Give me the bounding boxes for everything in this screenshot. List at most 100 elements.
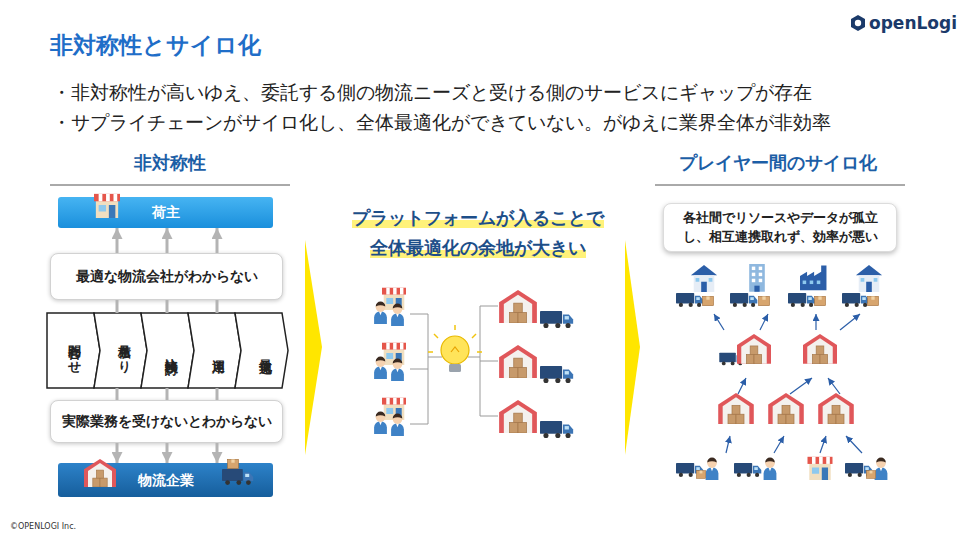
- connector-line: [216, 300, 219, 313]
- flow-arrow: [714, 314, 724, 330]
- truck-icon: [842, 293, 869, 307]
- copyright-note: ©OPENLOGI Inc.: [10, 522, 210, 532]
- store-icon: [382, 398, 406, 420]
- truck-icon: [540, 311, 573, 328]
- person-icon: [374, 357, 387, 379]
- chevron-shape: [188, 313, 241, 388]
- connector-arrow: [166, 443, 169, 463]
- link-line: [410, 314, 442, 424]
- truck-icon: [730, 293, 757, 307]
- factory-icon: [800, 266, 826, 291]
- truck-icon: [676, 293, 703, 307]
- connector-line: [216, 388, 219, 400]
- callout-box: 各社間でリソースやデータが孤立し、相互連携取れず、効率が悪い: [663, 203, 897, 252]
- flow-arrow: [790, 378, 812, 394]
- chevron-shape: [47, 313, 100, 388]
- connector-line: [116, 300, 119, 313]
- warehouse-icon: [499, 400, 537, 433]
- node-label: 実際業務を受けないとわからない: [62, 412, 272, 432]
- person-icon: [374, 412, 387, 434]
- connector-line: [166, 388, 169, 400]
- section-rule: [655, 185, 905, 186]
- parcel-icon: [815, 296, 826, 305]
- house-icon: [856, 265, 882, 292]
- flow-chevron: [305, 240, 322, 455]
- truck-icon: [845, 463, 872, 477]
- section-heading: プレイヤー間のサイロ化: [648, 151, 908, 174]
- process-chevron: 運用: [188, 313, 241, 388]
- warehouse-icon: [499, 290, 537, 323]
- building-icon: [749, 264, 765, 292]
- connector-line: [116, 388, 119, 400]
- store-icon: [808, 457, 833, 480]
- person-icon: [706, 458, 719, 480]
- step-label: 比較検討: [161, 349, 179, 353]
- truck-icon: [734, 463, 761, 477]
- process-chevron: 問合わせ: [47, 313, 100, 388]
- silo-illustration: [676, 264, 887, 480]
- person-icon: [875, 458, 888, 480]
- bulb-icon: [428, 325, 482, 372]
- logistics-band: 物流企業: [58, 463, 273, 497]
- problem-box: 実際業務を受けないとわからない: [50, 400, 283, 443]
- parcel-icon: [866, 471, 875, 479]
- warehouse-icon: [818, 393, 854, 424]
- connector-line: [166, 300, 169, 313]
- parcel-icon: [696, 471, 705, 479]
- person-icon: [391, 414, 404, 436]
- connector-arrow: [216, 228, 219, 253]
- shipper-band: 荷主: [58, 197, 273, 228]
- store-icon: [382, 288, 406, 310]
- node-label: 最適な物流会社がわからない: [76, 267, 258, 287]
- platform-illustration: [374, 288, 573, 438]
- slide-title: 非対称性とサイロ化: [50, 30, 261, 61]
- flow-arrow: [846, 436, 862, 453]
- connector-arrow: [116, 443, 119, 463]
- node-label: 荷主: [152, 202, 180, 222]
- step-label: 問合わせ: [64, 335, 82, 367]
- bullet-point: ・非対称性が高いゆえ、委託する側の物流ニーズと受ける側のサービスにギャップが存在: [52, 80, 952, 105]
- parcel-icon: [868, 296, 879, 305]
- warehouse-icon: [768, 393, 804, 424]
- connector-arrow: [166, 228, 169, 253]
- truck-icon: [676, 463, 703, 477]
- step-label: 最適化: [255, 349, 273, 352]
- flow-arrow: [760, 314, 768, 330]
- key-message-box: プラットフォームが入ることで 全体最適化の余地が大きい: [345, 203, 611, 263]
- flow-arrow: [774, 436, 784, 453]
- parcel-icon: [759, 296, 770, 305]
- step-label: 見積もり: [114, 335, 132, 367]
- truck-icon: [540, 366, 573, 383]
- logo-mark: [855, 20, 861, 26]
- connector-arrow: [216, 443, 219, 463]
- process-chevron: 比較検討: [141, 313, 194, 388]
- parcel-icon: [703, 296, 714, 305]
- flow-arrow: [840, 314, 860, 330]
- store-icon: [382, 343, 406, 365]
- flow-arrow: [828, 378, 840, 394]
- person-icon: [374, 302, 387, 324]
- flow-chevron: [625, 240, 640, 455]
- section-heading: 非対称性: [50, 151, 290, 174]
- person-icon: [391, 304, 404, 326]
- problem-box: 最適な物流会社がわからない: [50, 253, 283, 300]
- node-label: 各社間でリソースやデータが孤立し、相互連携取れず、効率が悪い: [678, 209, 882, 247]
- link-line: [468, 306, 498, 416]
- process-chevron: 見積もり: [94, 313, 147, 388]
- truck-icon: [540, 421, 573, 438]
- house-icon: [691, 265, 717, 292]
- chevron-shape: [235, 313, 288, 388]
- flow-arrow: [738, 378, 746, 394]
- section-rule: [50, 185, 290, 186]
- flow-arrow: [820, 436, 826, 453]
- logo-mark: [851, 15, 865, 31]
- node-label: 物流企業: [138, 470, 194, 490]
- process-chevron: 最適化: [235, 313, 288, 388]
- chevron-shape: [141, 313, 194, 388]
- step-label: 運用: [208, 350, 226, 352]
- warehouse-icon: [499, 345, 537, 378]
- flow-arrow: [815, 314, 816, 330]
- logo-wordmark: openLogi: [869, 12, 959, 34]
